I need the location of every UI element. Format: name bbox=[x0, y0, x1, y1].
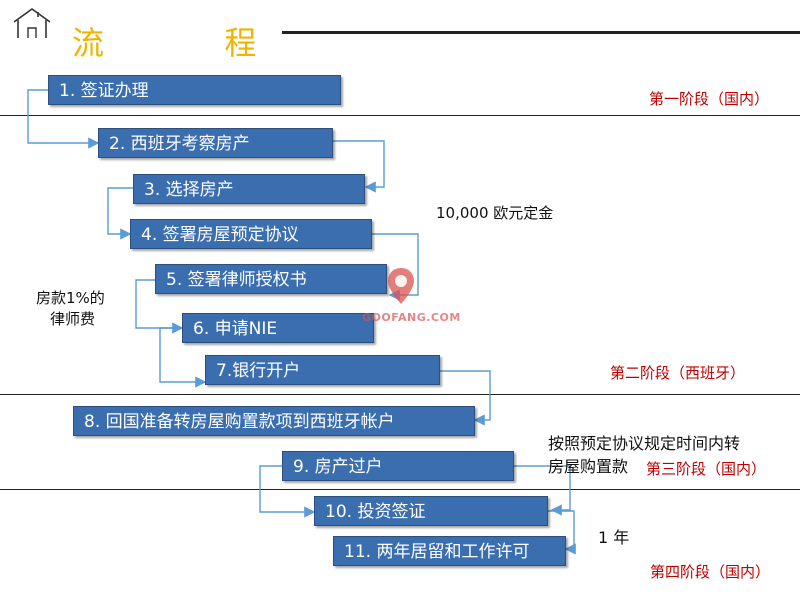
house-icon bbox=[13, 8, 51, 38]
connector-3-4 bbox=[107, 187, 133, 240]
step-2: 2. 西班牙考察房产 bbox=[98, 128, 333, 158]
stage-divider-2 bbox=[0, 394, 800, 395]
step-6: 6. 申请NIE bbox=[182, 313, 374, 343]
step-7: 7.银行开户 bbox=[205, 355, 440, 385]
step-11: 11. 两年居留和工作许可 bbox=[333, 536, 566, 566]
title-char-2: 程 bbox=[224, 24, 257, 62]
step-1: 1. 签证办理 bbox=[48, 75, 341, 105]
page-title: 流 程 bbox=[72, 18, 256, 64]
step-9: 9. 房产过户 bbox=[282, 451, 514, 481]
one-year-note: 1 年 bbox=[598, 528, 630, 547]
step-8: 8. 回国准备转房屋购置款项到西班牙帐户 bbox=[73, 406, 475, 436]
step-10: 10. 投资签证 bbox=[314, 496, 548, 526]
connector-1-2 bbox=[27, 89, 100, 149]
step-5: 5. 签署律师授权书 bbox=[155, 264, 387, 294]
connector-6-7 bbox=[159, 327, 207, 388]
connector-7-8 bbox=[440, 370, 491, 426]
watermark-text: GOOFANG.COM bbox=[362, 311, 461, 324]
stage-divider-3 bbox=[0, 489, 800, 490]
stage-label-3: 第三阶段（国内） bbox=[646, 460, 767, 478]
lawyer-fee-note-line2: 律师费 bbox=[50, 310, 96, 328]
stage-label-1: 第一阶段（国内） bbox=[649, 90, 770, 108]
stage-divider-1 bbox=[0, 115, 800, 116]
connector-5-6 bbox=[135, 279, 184, 334]
watermark-logo bbox=[388, 268, 414, 304]
lawyer-fee-note-line1: 房款1%的 bbox=[36, 289, 105, 307]
stage-label-2: 第二阶段（西班牙） bbox=[610, 364, 746, 382]
transfer-note-line1: 按照预定协议规定时间内转 bbox=[548, 434, 741, 453]
connector-8-9 bbox=[514, 465, 571, 516]
deposit-note: 10,000 欧元定金 bbox=[436, 204, 554, 222]
title-char-1: 流 bbox=[72, 24, 105, 62]
connector-9-10 bbox=[259, 465, 316, 518]
connector-2-3 bbox=[333, 140, 385, 193]
title-rule bbox=[282, 31, 800, 34]
step-3: 3. 选择房产 bbox=[133, 174, 365, 204]
transfer-note-line2: 房屋购置款 bbox=[548, 457, 629, 476]
stage-label-4: 第四阶段（国内） bbox=[650, 563, 771, 581]
step-4: 4. 签署房屋预定协议 bbox=[130, 219, 372, 249]
